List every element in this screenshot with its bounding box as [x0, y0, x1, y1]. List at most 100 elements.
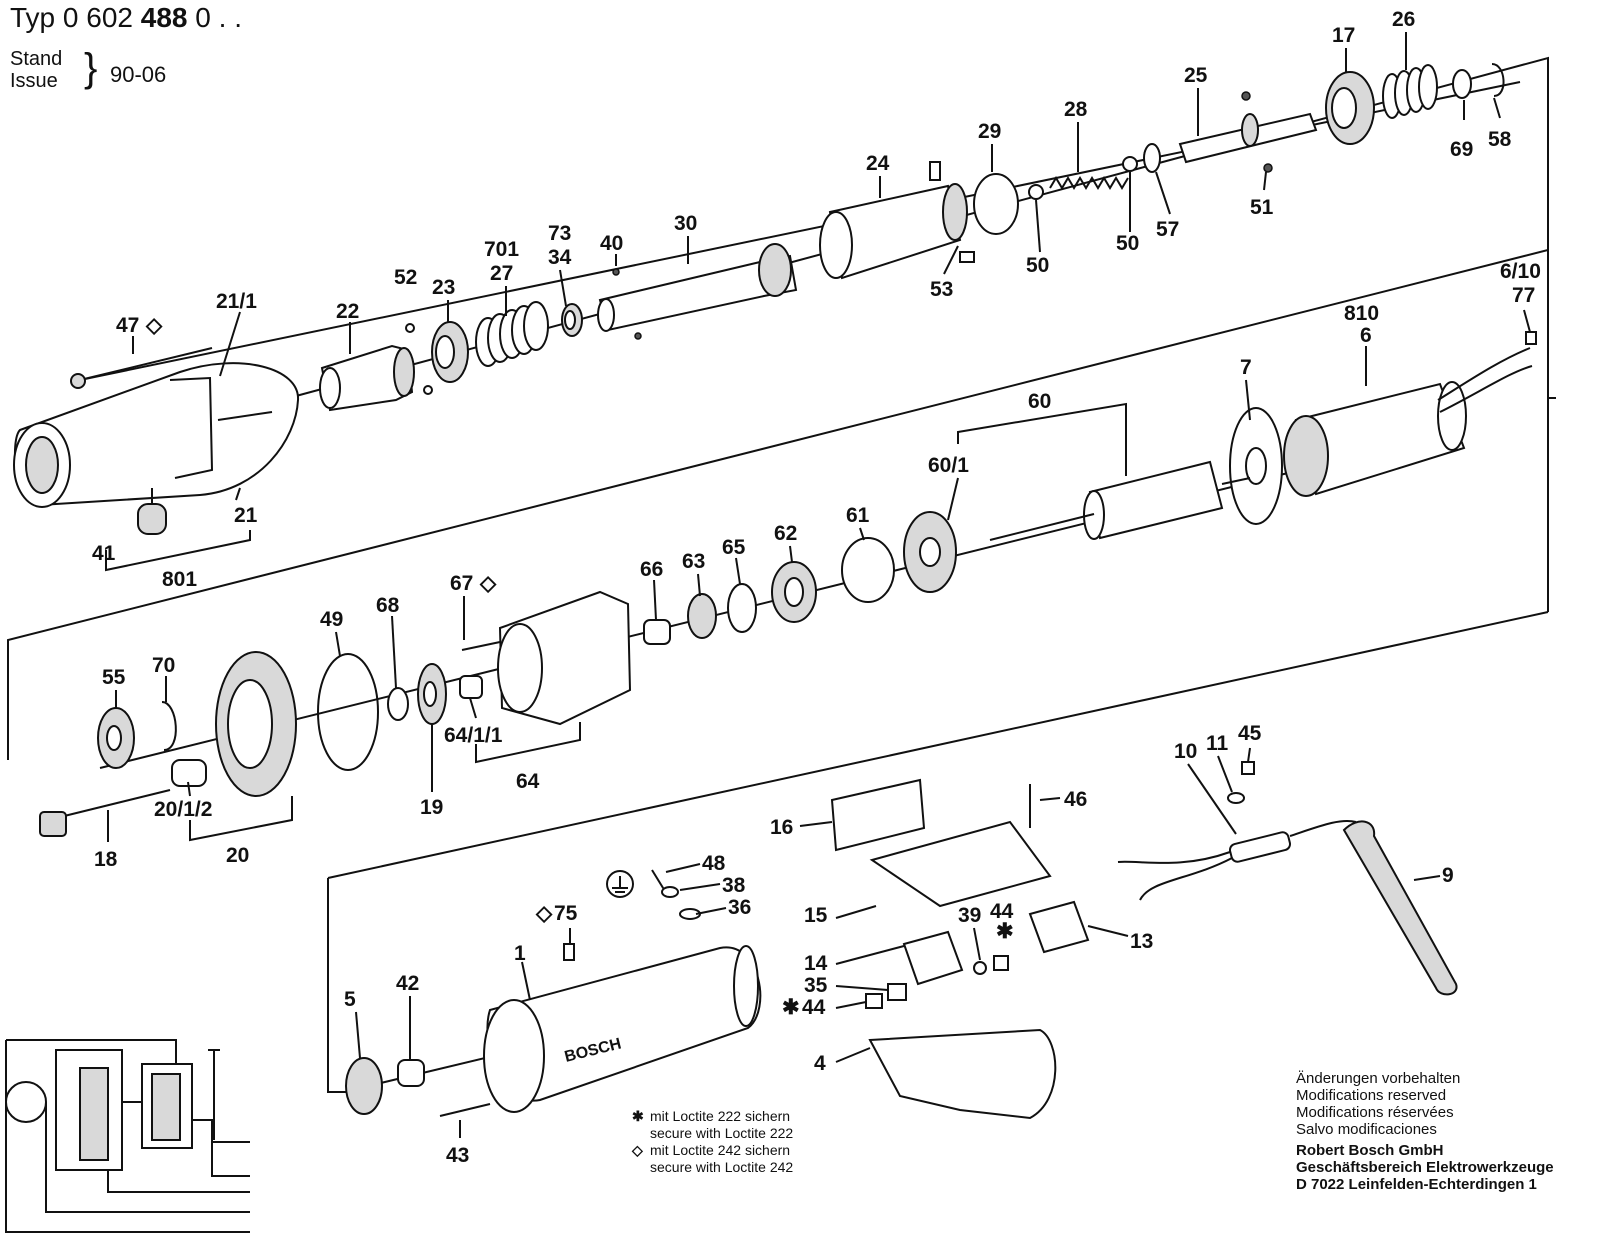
- part-seal-5: [345, 1057, 383, 1115]
- part-handle-shell-4: [868, 1028, 1057, 1120]
- issue-label: Issue: [10, 70, 58, 92]
- part-ball-52: [405, 323, 415, 333]
- part-holder-61: [841, 537, 895, 603]
- issue-date: 90-06: [110, 62, 167, 87]
- callout-34: 34: [548, 246, 572, 269]
- callout-40: 40: [600, 232, 623, 255]
- type-number-light: 0 602: [62, 2, 133, 33]
- part-ball-50a: [1028, 184, 1044, 200]
- callout-21: 21: [234, 504, 258, 527]
- part-screw-44b: [865, 993, 883, 1009]
- part-screw-44a: [993, 955, 1009, 971]
- part-motor-housing-1: [483, 945, 762, 1113]
- part-washer-39: [973, 961, 987, 975]
- callout-13: 13: [1130, 930, 1153, 953]
- part-ring-29: [973, 173, 1019, 235]
- lower-section-left-edge: [327, 878, 360, 1093]
- callout-73: 73: [548, 222, 571, 245]
- callout-41: 41: [92, 542, 116, 565]
- callout-27: 27: [490, 262, 513, 285]
- leader-lines: [105, 32, 1531, 1138]
- callout-67: 67: [450, 572, 473, 595]
- part-flange-20: [215, 651, 297, 797]
- callout-5: 5: [344, 988, 356, 1011]
- earth-ground-icon: [606, 870, 634, 898]
- callout-43: 43: [446, 1144, 469, 1167]
- callout-47: 47: [116, 314, 139, 337]
- callout-69: 69: [1450, 138, 1473, 161]
- type-prefix: Typ: [10, 2, 56, 33]
- part-screw-45: [1241, 761, 1255, 775]
- part-switch-cover-15: [869, 820, 1052, 908]
- type-suffix: 0 . .: [195, 2, 242, 33]
- callout-20-1-2: 20/1/2: [154, 798, 212, 821]
- callout-44-b-symbol: ✱: [782, 996, 800, 1019]
- part-ring-57: [1143, 143, 1161, 173]
- callout-67-symbol: ◇: [479, 572, 497, 595]
- part-cable-10: [1117, 820, 1357, 901]
- callout-62: 62: [774, 522, 797, 545]
- part-clamp-35: [887, 983, 907, 1001]
- part-screw-75: [563, 943, 575, 961]
- part-bushing-64-1-1: [459, 675, 483, 699]
- part-ball-52b: [423, 385, 433, 395]
- callout-labels: 47 ◇ 21/1 22 52 23 701 27 73 34 40 30 24…: [92, 8, 1541, 1167]
- model-type-heading: Typ 0 602 488 0 . .: [10, 2, 242, 34]
- part-baffle-7-hole: [1245, 447, 1267, 485]
- callout-35: 35: [804, 974, 828, 997]
- callout-9: 9: [1442, 864, 1454, 887]
- loctite-legend: ✱mit Loctite 222 sichern secure with Loc…: [632, 1108, 793, 1176]
- wiring-schematic: [5, 1039, 250, 1233]
- part-fan-housing-64: [497, 590, 632, 726]
- stand-issue-labels: Stand Issue: [10, 48, 62, 92]
- callout-44-a-symbol: ✱: [996, 920, 1014, 943]
- callout-20: 20: [226, 844, 249, 867]
- part-switch-14: [902, 930, 964, 986]
- callout-23: 23: [432, 276, 455, 299]
- callout-51: 51: [1250, 196, 1274, 219]
- stand-label: Stand: [10, 48, 63, 70]
- modifications-notice: Änderungen vorbehalten Modifications res…: [1296, 1070, 1554, 1193]
- part-bushing-42: [397, 1059, 425, 1087]
- callout-1: 1: [514, 942, 526, 965]
- callout-801: 801: [162, 568, 197, 591]
- notice-en: Modifications reserved: [1296, 1087, 1447, 1104]
- callout-16: 16: [770, 816, 793, 839]
- motor-symbol: [5, 1081, 47, 1123]
- company-address: D 7022 Leinfelden-Echterdingen 1: [1296, 1176, 1537, 1193]
- callout-57: 57: [1156, 218, 1179, 241]
- part-spring-27: [475, 301, 549, 367]
- part-washer-68: [387, 687, 409, 721]
- part-armature-60: [989, 460, 1251, 541]
- company-division: Geschäftsbereich Elektrowerkzeuge: [1296, 1159, 1554, 1176]
- part-washer-38: [661, 886, 679, 898]
- part-pinion-18: [39, 789, 171, 837]
- notice-fr: Modifications réservées: [1296, 1104, 1454, 1121]
- callout-810: 810: [1344, 302, 1379, 325]
- callout-68: 68: [376, 594, 400, 617]
- callout-28: 28: [1064, 98, 1088, 121]
- callout-26: 26: [1392, 8, 1415, 31]
- callout-7: 7: [1240, 356, 1252, 379]
- part-ring-63: [687, 593, 717, 639]
- part-cable-guard-9: [1342, 820, 1458, 996]
- part-switch-13: [1028, 900, 1090, 954]
- callout-58: 58: [1488, 128, 1512, 151]
- middle-section-frame: [1547, 250, 1556, 399]
- callout-47-symbol: ◇: [145, 314, 163, 337]
- callout-22: 22: [336, 300, 359, 323]
- callout-10: 10: [1174, 740, 1197, 763]
- callout-64: 64: [516, 770, 540, 793]
- part-clip-58: [1491, 63, 1505, 97]
- callout-21-1: 21/1: [216, 290, 257, 313]
- company-name: Robert Bosch GmbH: [1296, 1142, 1444, 1159]
- callout-25: 25: [1184, 64, 1208, 87]
- callout-53: 53: [930, 278, 953, 301]
- callout-60: 60: [1028, 390, 1051, 413]
- part-bushing-66: [643, 619, 671, 645]
- part-terminal-11: [1227, 792, 1245, 804]
- callout-55: 55: [102, 666, 126, 689]
- legend-star-en: secure with Loctite 222: [650, 1125, 794, 1141]
- type-number-bold: 488: [140, 2, 188, 33]
